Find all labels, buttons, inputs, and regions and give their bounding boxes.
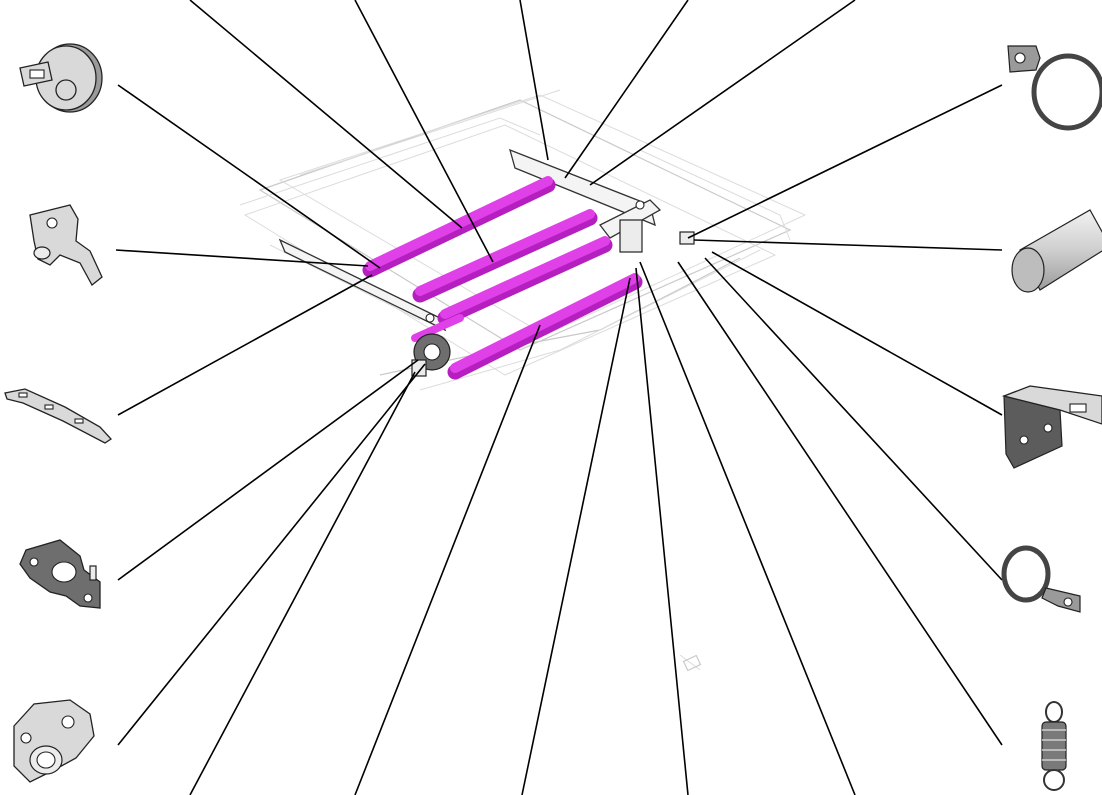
assembly-frame xyxy=(239,89,807,672)
spring-hook-bottom xyxy=(1043,769,1065,791)
part-lever-bracket xyxy=(29,204,103,286)
leader-right-1 xyxy=(687,84,1003,239)
roller-1 xyxy=(365,176,553,271)
frame-edge-3 xyxy=(379,257,741,376)
mounting-bracket-slot xyxy=(1069,403,1087,413)
drive-gear-bracket xyxy=(411,359,427,377)
spring-hook-top xyxy=(1045,701,1063,723)
part-cam-gear xyxy=(19,43,103,113)
part-mounting-bracket xyxy=(1001,385,1102,469)
roller-stub xyxy=(411,314,464,342)
leader-top-3 xyxy=(519,0,549,161)
lever-bracket-hole xyxy=(46,217,58,229)
drive-gear-hub xyxy=(423,343,441,361)
spring-coil xyxy=(1041,721,1067,771)
slotted-bar-slot-2 xyxy=(44,404,54,410)
frame-edge-2 xyxy=(239,117,541,206)
bearing-block-bore xyxy=(36,751,56,769)
mounting-bracket-hole-1 xyxy=(1019,435,1029,445)
detached-clip-ghost xyxy=(679,654,701,671)
lever-bracket-body xyxy=(29,204,103,286)
leader-right-4 xyxy=(704,257,1003,581)
ring-clip-tab-hole xyxy=(1014,52,1026,64)
roller-3 xyxy=(440,236,610,319)
right-sensor-block xyxy=(679,231,695,245)
center-bracket xyxy=(619,219,643,253)
leader-bottom-4 xyxy=(635,267,689,795)
mounting-bracket-top xyxy=(1001,385,1102,425)
roller-4 xyxy=(450,273,640,373)
ring-clip-ring xyxy=(1031,53,1102,131)
leader-left-2 xyxy=(115,249,369,267)
leader-left-1 xyxy=(117,84,381,269)
cam-gear-slot xyxy=(29,69,45,79)
part-slotted-bar xyxy=(4,388,112,444)
bearing-block-hole-1 xyxy=(61,715,75,729)
slotted-bar-body xyxy=(4,388,112,444)
leader-top-4 xyxy=(564,0,689,179)
bearing-block-hole-2 xyxy=(20,732,32,744)
part-ring-washer xyxy=(1001,545,1081,613)
frame-edge-4 xyxy=(419,249,761,391)
roller-2 xyxy=(415,209,595,296)
ring-washer-ring xyxy=(1001,545,1051,603)
leader-right-2 xyxy=(693,239,1003,251)
leader-top-1 xyxy=(189,0,463,229)
gasket-plate-tab xyxy=(89,565,97,581)
part-tension-spring xyxy=(1041,701,1067,791)
detached-clip-part xyxy=(682,654,702,672)
part-ring-clip-bracket xyxy=(1007,45,1102,131)
frame-edge-6 xyxy=(639,149,791,241)
rollers xyxy=(362,176,643,380)
part-bearing-block xyxy=(13,699,95,783)
rail-side-plate xyxy=(599,199,662,239)
leader-bottom-5 xyxy=(639,261,856,795)
rail-hole-1 xyxy=(635,200,645,210)
cam-gear-boss xyxy=(55,79,77,101)
gasket-plate-hole-2 xyxy=(83,593,93,603)
leader-top-5 xyxy=(589,0,856,186)
ring-washer-tab-hole xyxy=(1063,597,1073,607)
frame-outline-top xyxy=(258,99,792,351)
gasket-plate-hole-1 xyxy=(29,557,39,567)
rail-right-top xyxy=(509,148,656,227)
leader-right-3 xyxy=(711,251,1003,416)
part-gasket-plate xyxy=(19,539,101,609)
leader-lines xyxy=(115,0,1003,795)
gasket-plate-center-hole xyxy=(51,561,77,583)
slotted-bar-slot-3 xyxy=(74,418,84,424)
slotted-bar-slot-1 xyxy=(18,392,28,398)
lever-bracket-boss xyxy=(33,246,51,260)
leader-bottom-3 xyxy=(521,277,631,795)
mounting-bracket-hole-2 xyxy=(1043,423,1053,433)
leader-bottom-1 xyxy=(189,371,416,795)
leader-right-5 xyxy=(677,261,1003,746)
frame-outline-mid xyxy=(243,124,777,376)
ring-washer-tab xyxy=(1041,587,1081,613)
leader-left-4 xyxy=(117,359,419,581)
frame-edge-1 xyxy=(299,89,561,176)
leader-left-5 xyxy=(117,363,426,746)
drive-gear xyxy=(411,333,451,377)
leader-left-3 xyxy=(117,274,373,416)
rail-hole-2 xyxy=(425,313,435,323)
sleeve-tube-end xyxy=(1011,247,1045,293)
part-sleeve-tube xyxy=(1011,209,1102,293)
leader-top-2 xyxy=(354,0,494,263)
leader-bottom-2 xyxy=(354,324,541,795)
